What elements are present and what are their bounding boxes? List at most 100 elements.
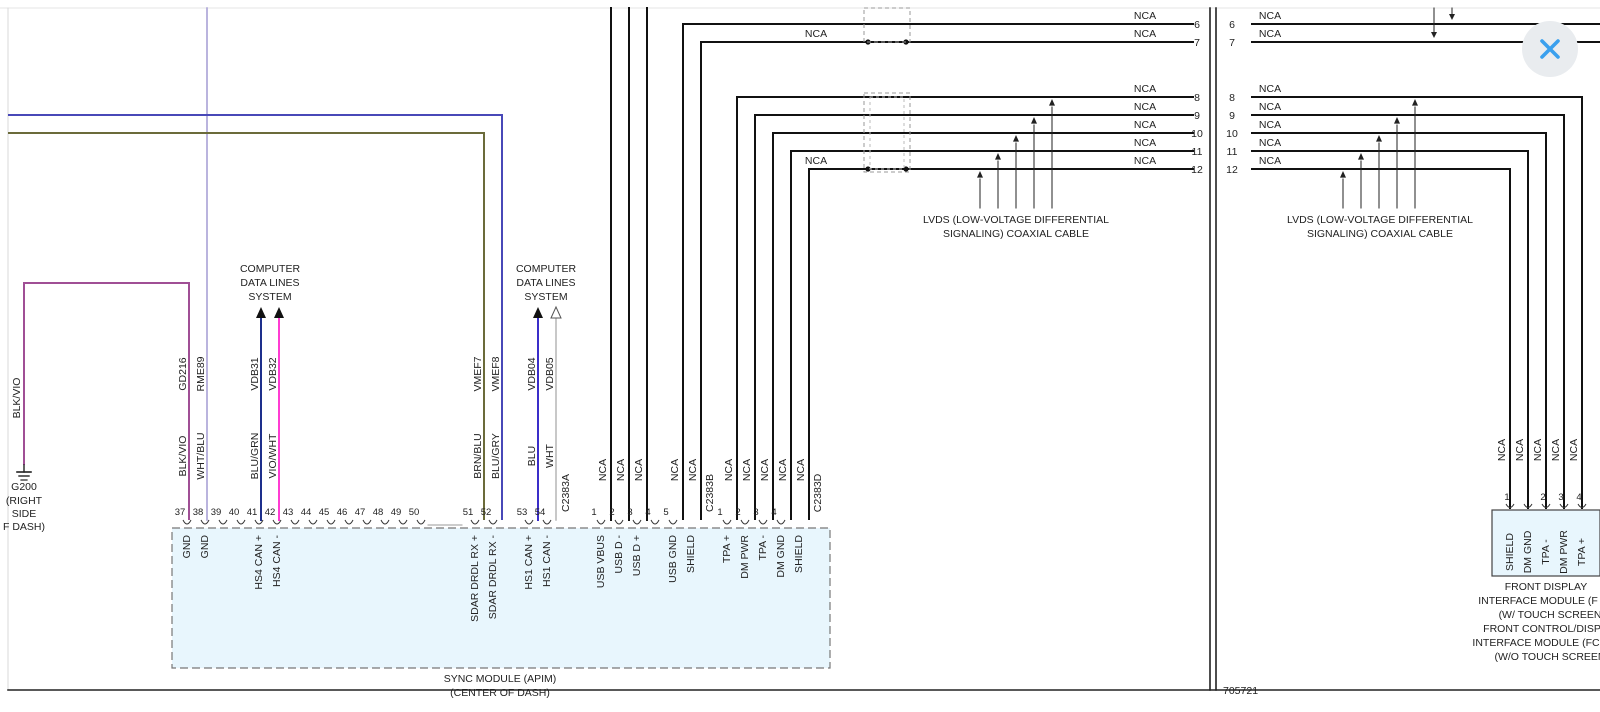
module-title: SYNC MODULE (APIM) — [444, 673, 557, 685]
wire-color-code: VIO/WHT — [267, 433, 279, 478]
pin-cup — [398, 519, 408, 525]
module-pin-label: SDAR DRDL RX + — [469, 535, 481, 622]
lvds-arrow — [1031, 117, 1037, 124]
data-lines-label: COMPUTER — [516, 263, 577, 275]
connector-id: C2383D — [812, 473, 824, 512]
nca-label: NCA — [597, 459, 609, 481]
harness-nca: NCA — [1259, 28, 1281, 40]
harness-number: 12 — [1191, 164, 1203, 176]
harness-nca: NCA — [1259, 137, 1281, 149]
module-pin-label: DM PWR — [739, 535, 751, 579]
module-pin-label: HS4 CAN + — [253, 535, 265, 590]
harness-nca: NCA — [1134, 137, 1156, 149]
pin-number: 37 — [175, 507, 186, 518]
pin-number: 5 — [663, 507, 668, 518]
wire-nca — [700, 41, 702, 520]
pin-cup — [272, 519, 282, 525]
harness-number: 8 — [1229, 92, 1235, 104]
pin-number: 4 — [645, 507, 650, 518]
nca-label: NCA — [1514, 439, 1526, 461]
pin-number: 53 — [517, 507, 528, 518]
lvds-arrow — [1394, 117, 1400, 124]
wire-vmef8 — [8, 114, 503, 520]
pin-cup — [254, 519, 264, 525]
shield-box — [863, 92, 911, 173]
module-pin-label: USB VBUS — [595, 535, 607, 588]
wire-color-code: BRN/BLU — [472, 433, 484, 479]
ground-id: G200 — [11, 481, 37, 493]
data-line-arrow-open — [550, 305, 562, 319]
lvds-label: LVDS (LOW-VOLTAGE DIFFERENTIAL — [1287, 214, 1473, 226]
pin-cup — [1505, 503, 1515, 508]
ground-location: F DASH) — [3, 521, 45, 533]
fdim-pin-label: TPA - — [1540, 539, 1552, 565]
pin-number: 45 — [319, 507, 330, 518]
wire-color-code: WHT — [544, 443, 556, 467]
fdim-title: INTERFACE MODULE (F — [1478, 595, 1598, 607]
module-pin-label: GND — [199, 535, 211, 559]
circuit-id: RME89 — [195, 356, 207, 391]
harness-number: 10 — [1226, 128, 1238, 140]
nca-label: NCA — [1568, 439, 1580, 461]
harness-number: 7 — [1194, 37, 1200, 49]
harness-nca: NCA — [1134, 101, 1156, 113]
fdim-pin-label: DM GND — [1522, 530, 1534, 573]
harness-nca: NCA — [1134, 119, 1156, 131]
nca-label: NCA — [615, 459, 627, 481]
fdim-title: INTERFACE MODULE (FC — [1472, 637, 1600, 649]
fdim-title: (W/ TOUCH SCREEN — [1499, 609, 1600, 621]
fdim-title: FRONT CONTROL/DISP — [1483, 623, 1600, 635]
splice-dot — [865, 166, 871, 172]
wire-color-code: BLK/VIO — [177, 436, 189, 477]
module-pin-label: USB D + — [631, 535, 643, 576]
pin-number: 4 — [1576, 492, 1581, 503]
lvds-label: LVDS (LOW-VOLTAGE DIFFERENTIAL — [923, 214, 1109, 226]
fdim-title: (W/O TOUCH SCREEN — [1494, 651, 1600, 663]
pin-number: 38 — [193, 507, 204, 518]
lvds-arrow — [977, 171, 983, 178]
pin-number: 48 — [373, 507, 384, 518]
pin-number: 52 — [481, 507, 492, 518]
lvds-arrow — [1340, 171, 1346, 178]
harness-number: 10 — [1191, 128, 1203, 140]
pin-number: 44 — [301, 507, 312, 518]
module-pin-label: USB GND — [667, 535, 679, 583]
pin-cup — [1541, 503, 1551, 508]
nca-label: NCA — [1550, 439, 1562, 461]
nca-label: NCA — [669, 459, 681, 481]
wire-nca — [790, 150, 792, 520]
pin-number: 2 — [735, 507, 740, 518]
module-pin-label: TPA + — [721, 535, 733, 563]
pin-cup — [218, 519, 228, 525]
close-button[interactable] — [1522, 21, 1578, 77]
harness-number: 11 — [1192, 146, 1203, 158]
data-lines-label: DATA LINES — [240, 277, 299, 289]
splice-dot — [903, 166, 909, 172]
wire-nca — [736, 96, 738, 520]
pin-number: 54 — [535, 507, 546, 518]
pin-number: 42 — [265, 507, 276, 518]
harness-number: 9 — [1194, 110, 1200, 122]
data-lines-label: DATA LINES — [516, 277, 575, 289]
pin-cup — [632, 519, 642, 525]
lvds-arrow — [1376, 135, 1382, 142]
pin-cup — [290, 519, 300, 525]
pin-number: 1 — [591, 507, 596, 518]
data-lines-label: SYSTEM — [248, 291, 291, 303]
shield-box — [863, 7, 911, 43]
circuit-id: VMEF8 — [490, 356, 502, 391]
pin-cup — [614, 519, 624, 525]
pin-cup — [1577, 503, 1587, 508]
nca-label: NCA — [777, 459, 789, 481]
nca-label: NCA — [633, 459, 645, 481]
module-pin-label: HS1 CAN - — [541, 535, 553, 587]
harness-number: 6 — [1194, 19, 1200, 31]
pin-number: 47 — [355, 507, 366, 518]
connector-id: C2383A — [560, 474, 572, 512]
pin-cup — [524, 519, 534, 525]
wire-nca — [754, 114, 756, 520]
pin-number: 3 — [753, 507, 758, 518]
nca-label: NCA — [759, 459, 771, 481]
data-lines-label: SYSTEM — [524, 291, 567, 303]
